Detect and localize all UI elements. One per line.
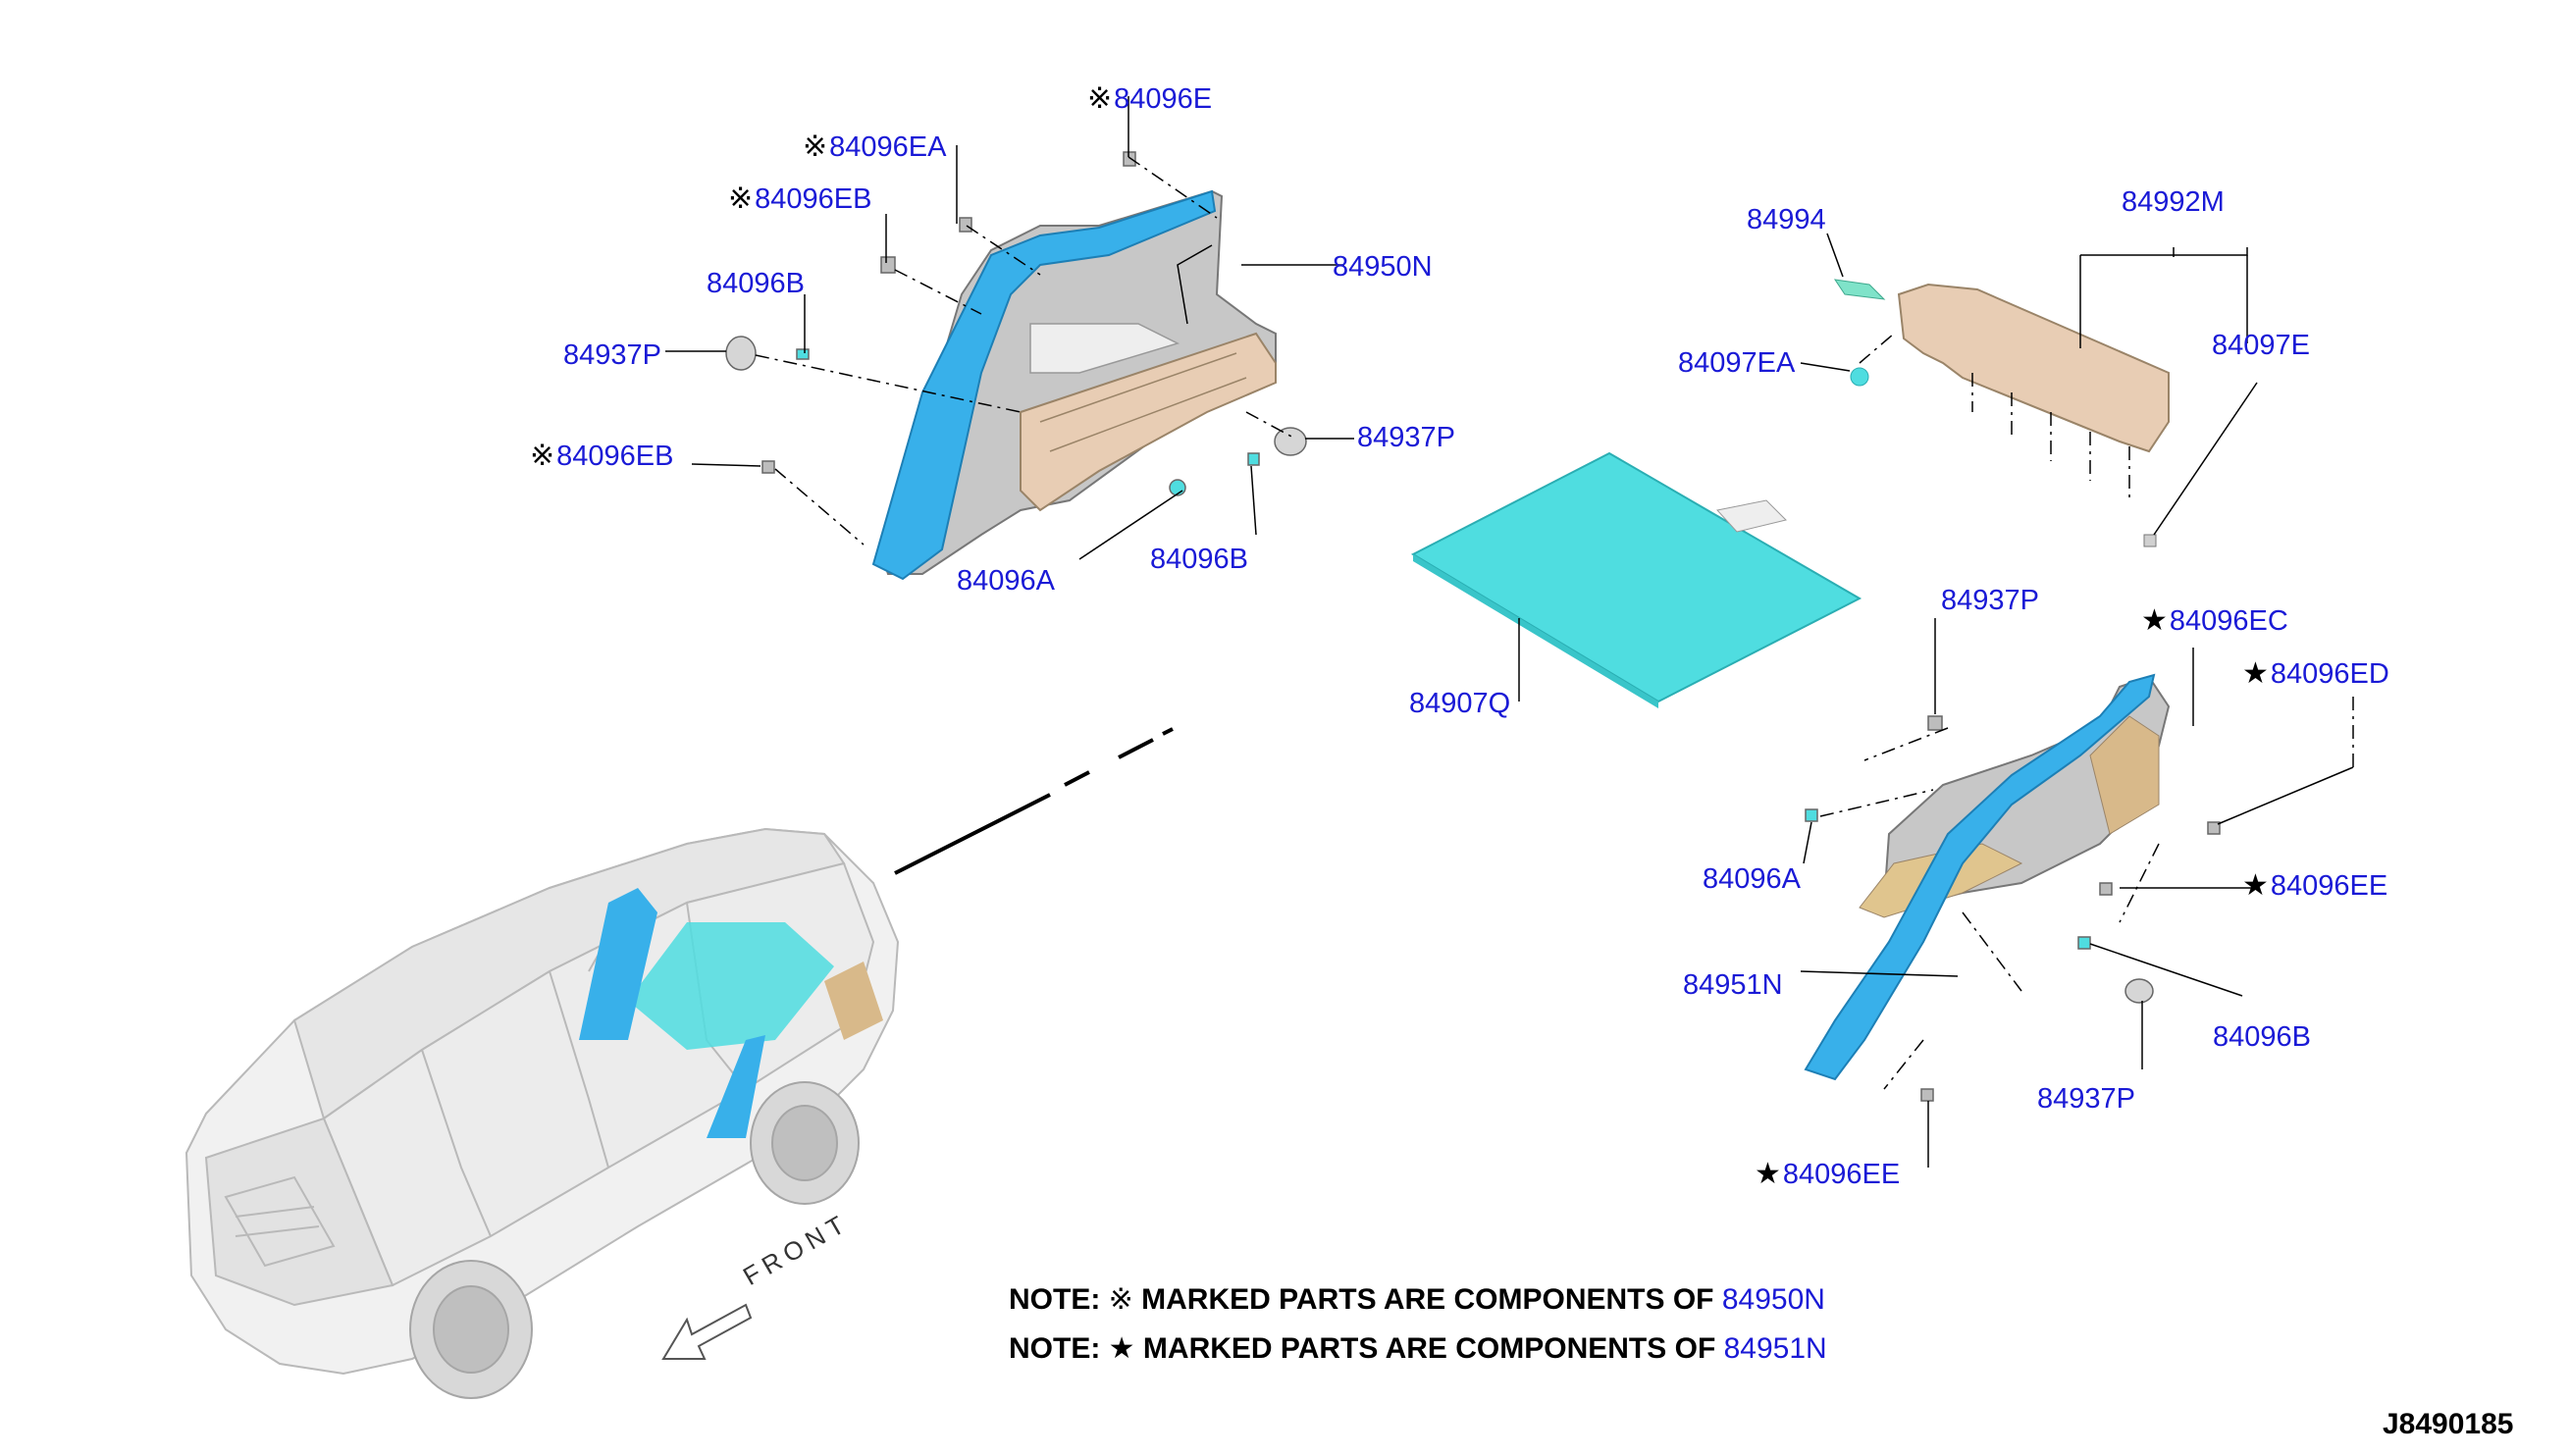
label-84096B-upper: 84096B [707,268,805,299]
label-84937P-upper-left: 84937P [563,339,661,371]
label-84096EB-upper: ※84096EB [728,182,872,215]
label-84096A-lower: 84096A [1703,863,1801,895]
leader-lines-upper-right [1800,233,2258,536]
label-84994: 84994 [1747,204,1826,235]
note-84951N: NOTE: ★ MARKED PARTS ARE COMPONENTS OF 8… [1009,1332,1827,1365]
ref-mark-icon: ※ [1087,82,1113,115]
cover-84907Q [1410,451,1862,708]
ref-mark-icon: ※ [803,130,828,163]
leader-lines-upper-left [665,96,1354,560]
label-84096A-upper: 84096A [957,565,1055,597]
label-84951N: 84951N [1683,969,1783,1001]
note-84950N: NOTE: ※ MARKED PARTS ARE COMPONENTS OF 8… [1009,1283,1825,1316]
star-mark-icon: ★ [1755,1158,1781,1190]
ref-mark-icon: ※ [530,440,555,472]
star-mark-icon: ★ [2141,604,2168,637]
leader-lines-lower-right [1800,618,2354,1168]
diagram-code: J8490185 [2383,1408,2514,1440]
trim-84950N [871,189,1277,581]
ref-mark-icon: ※ [728,182,754,215]
label-84950N: 84950N [1333,251,1433,283]
label-84096B-upper-mid: 84096B [1150,544,1248,575]
vehicle-leader-line [894,727,1174,875]
star-mark-icon: ★ [2242,869,2269,902]
vehicle-wheels [409,1081,860,1399]
label-84937P-upper-mid: 84937P [1357,422,1455,453]
label-84096EB-lower: ※84096EB [530,440,674,472]
vehicle-highlight-parts [579,888,883,1138]
trim-84951N [1804,673,2171,1081]
label-84097EA: 84097EA [1678,347,1796,379]
clips-upper-left [725,151,1307,496]
label-84096E: ※84096E [1087,82,1213,115]
ref-mark-icon: ※ [1108,1283,1133,1316]
star-mark-icon: ★ [1108,1332,1135,1365]
label-84096B-lower: 84096B [2213,1021,2311,1053]
front-arrow-icon [661,1303,753,1360]
clips-lower-right [1805,715,2221,1102]
label-84937P-lower-bottom: 84937P [2037,1083,2135,1115]
label-84937P-lower-top: 84937P [1941,585,2039,616]
label-84096ED: ★84096ED [2242,657,2389,690]
finisher-84992M [1833,279,2170,547]
label-84907Q: 84907Q [1409,688,1511,719]
label-84992M: 84992M [2122,186,2225,218]
label-84096EC: ★84096EC [2141,604,2288,637]
label-84096EA: ※84096EA [803,130,947,163]
star-mark-icon: ★ [2242,657,2269,690]
label-84096EE-bottom: ★84096EE [1755,1158,1901,1190]
label-84097E: 84097E [2212,330,2310,361]
label-84096EE-right: ★84096EE [2242,869,2388,902]
